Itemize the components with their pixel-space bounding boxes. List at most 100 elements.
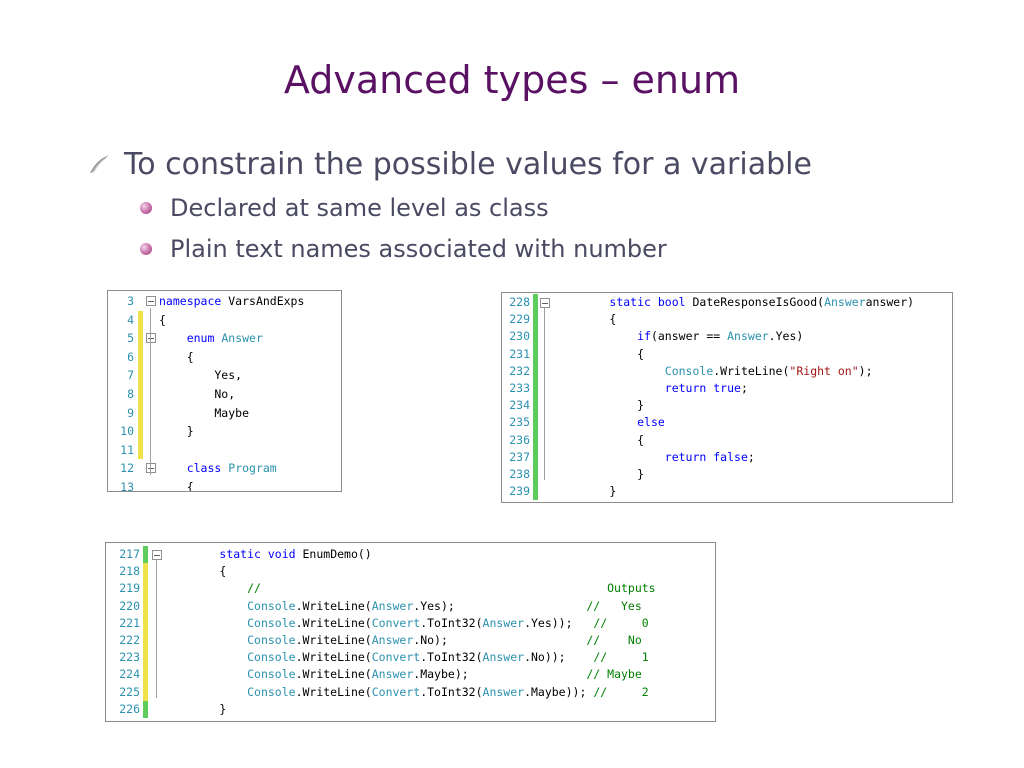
code-token: Console <box>247 667 296 682</box>
change-marker <box>533 345 538 363</box>
code-line: 5 enum Answer <box>108 329 341 348</box>
code-token: .No); <box>413 633 587 647</box>
line-number: 223 <box>119 650 140 665</box>
code-token <box>164 616 247 630</box>
code-text: Console.WriteLine(Answer.No); // No <box>164 632 642 649</box>
code-token: Program <box>228 461 277 476</box>
change-marker <box>138 403 143 423</box>
code-token <box>554 450 665 464</box>
line-number: 233 <box>509 381 530 395</box>
code-token <box>164 547 219 561</box>
code-token: namespace <box>159 294 222 308</box>
code-token: Console <box>247 633 296 647</box>
code-token: Answer <box>371 667 414 682</box>
code-line: 222 Console.WriteLine(Answer.No); // No <box>106 632 715 650</box>
code-token: .Maybe)); <box>524 684 594 699</box>
line-number: 8 <box>127 387 134 401</box>
code-token: .Maybe); <box>413 667 587 682</box>
code-line: 234 } <box>502 397 952 415</box>
code-token: { <box>159 349 194 364</box>
collapse-icon[interactable] <box>152 550 162 560</box>
code-token: { <box>164 564 227 579</box>
code-text: class Program <box>159 459 277 478</box>
code-token: .WriteLine( <box>295 667 372 682</box>
line-number: 229 <box>509 312 530 327</box>
code-text: namespace VarsAndExps <box>159 292 304 311</box>
code-token: { <box>554 346 645 361</box>
code-line: 8 No, <box>108 385 341 404</box>
code-token <box>164 667 247 681</box>
code-line: 11 <box>108 440 341 460</box>
code-token <box>554 364 665 378</box>
line-number: 228 <box>509 295 530 309</box>
code-line: 232 Console.WriteLine("Right on"); <box>502 362 952 380</box>
code-token: } <box>554 484 617 499</box>
code-token: Answer <box>482 684 525 699</box>
code-text: Maybe <box>159 404 249 423</box>
code-text: } <box>164 701 226 718</box>
line-number: 217 <box>119 547 140 561</box>
code-token: static void <box>219 547 296 561</box>
code-token: return false <box>664 449 748 464</box>
code-token <box>554 295 609 309</box>
code-token: Console <box>247 650 296 665</box>
code-text: Console.WriteLine("Right on"); <box>554 363 873 380</box>
code-line: 9 Maybe <box>108 403 341 423</box>
code-text: } <box>554 466 644 483</box>
change-marker <box>143 649 148 667</box>
code-line: 10 } <box>108 422 341 441</box>
code-token: ; <box>740 381 748 395</box>
line-number: 4 <box>127 312 134 327</box>
bullet-dot-icon <box>140 202 152 214</box>
code-line: 223 Console.WriteLine(Convert.ToInt32(An… <box>106 649 715 667</box>
code-token: DateResponseIsGood( <box>692 295 825 309</box>
code-token: Answer <box>482 615 525 630</box>
code-token: // Outputs <box>247 581 656 596</box>
code-text: Yes, <box>159 366 242 385</box>
change-marker <box>533 380 538 398</box>
code-panel-date-response: 228 static bool DateResponseIsGood(Answe… <box>501 292 953 503</box>
change-marker <box>138 329 143 348</box>
code-text: static bool DateResponseIsGood(Answerans… <box>554 294 914 311</box>
code-token: "Right on" <box>789 363 859 378</box>
code-token <box>164 633 247 647</box>
code-token: .ToInt32( <box>420 615 483 630</box>
line-number: 218 <box>119 564 140 579</box>
code-token: // 1 <box>593 650 649 665</box>
change-marker <box>533 431 538 449</box>
code-text: Console.WriteLine(Convert.ToInt32(Answer… <box>164 649 649 666</box>
line-number: 237 <box>509 449 530 464</box>
sub-bullet-text: Plain text names associated with number <box>170 235 667 263</box>
line-number: 224 <box>119 667 140 682</box>
code-token: Maybe <box>159 405 250 420</box>
code-token: EnumDemo() <box>302 547 372 561</box>
change-marker <box>138 422 143 441</box>
code-token: .WriteLine( <box>295 684 372 699</box>
code-token: enum <box>186 331 215 346</box>
change-marker <box>138 440 143 460</box>
code-text: } <box>554 483 616 500</box>
collapse-icon[interactable] <box>146 333 156 344</box>
code-token: Console <box>247 598 296 613</box>
code-token: class <box>186 461 222 476</box>
change-marker <box>138 310 143 330</box>
code-line: 235 else <box>502 414 952 432</box>
code-token <box>554 415 637 429</box>
code-line: 231 { <box>502 345 952 363</box>
code-token: Convert <box>371 650 421 665</box>
code-token: Yes, <box>159 368 243 383</box>
collapse-icon[interactable] <box>146 463 156 474</box>
line-number: 230 <box>509 329 530 344</box>
line-number: 220 <box>119 598 140 613</box>
line-number: 13 <box>120 480 134 492</box>
code-line: 233 return true; <box>502 380 952 398</box>
code-text: // Outputs <box>164 580 656 597</box>
code-text: { <box>554 432 644 449</box>
code-token: { <box>554 432 645 447</box>
collapse-icon[interactable] <box>146 296 156 306</box>
code-token: (answer == <box>650 329 728 344</box>
collapse-icon[interactable] <box>540 298 550 308</box>
code-line: 225 Console.WriteLine(Convert.ToInt32(An… <box>106 683 715 701</box>
code-text: { <box>159 311 166 330</box>
code-line: 13 { <box>108 478 341 492</box>
